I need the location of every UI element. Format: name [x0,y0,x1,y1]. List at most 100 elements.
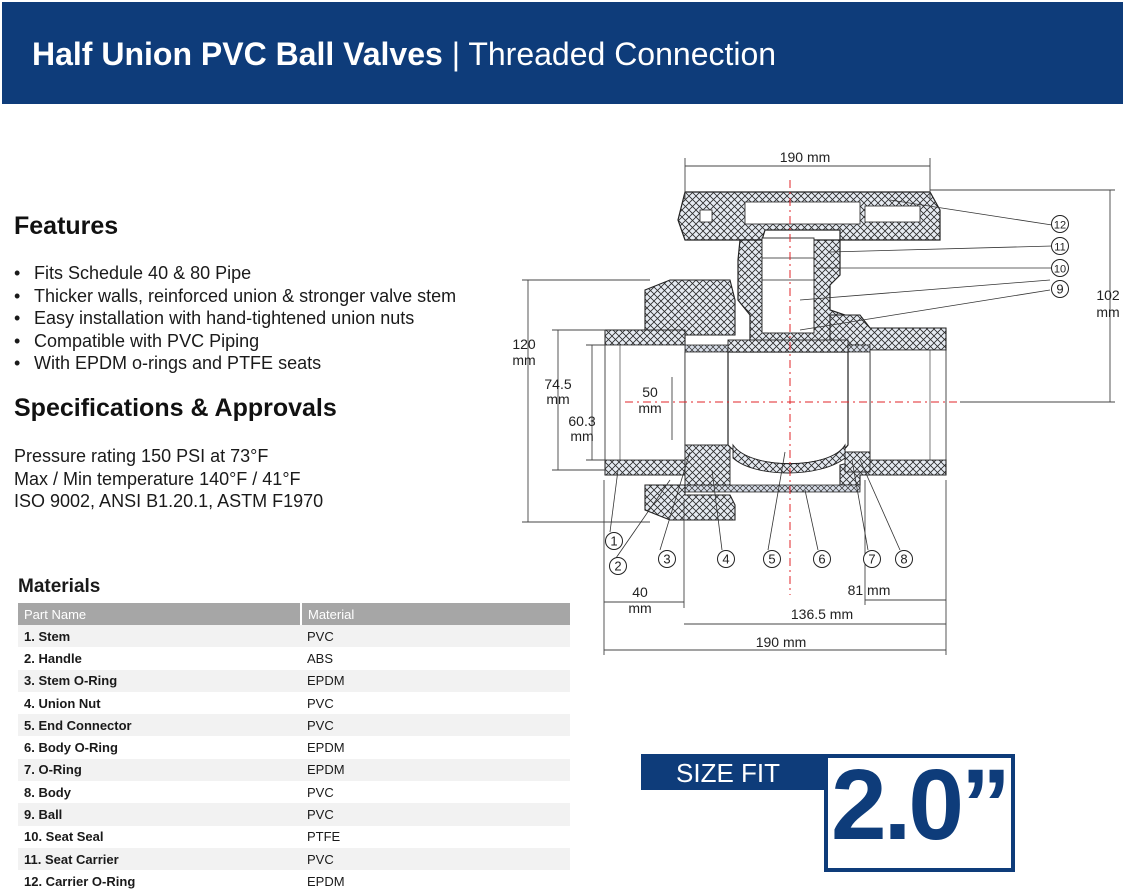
table-row: 12. Carrier O-Ring EPDM [18,870,570,892]
centerlines [625,180,960,595]
callout-number: 8 [900,552,907,567]
size-fit-value: 2.0” [830,749,1011,861]
size-fit-tab [641,754,831,790]
size-fit-box [824,754,1015,872]
union-nut-shape [644,279,736,521]
dim-40: 40 [632,584,648,600]
features-list: • Fits Schedule 40 & 80 Pipe • Thicker wall… [14,262,456,375]
callout-circle [1051,280,1069,298]
material-cell: ABS [307,650,334,666]
part-name-cell: 7. O-Ring [18,758,301,782]
dim-50-unit: mm [638,400,661,416]
dim-74-5-unit: mm [546,391,569,407]
part-name-cell: 6. Body O-Ring [24,740,118,756]
callout-circle [1051,215,1069,233]
dim-81: 81 mm [848,582,891,598]
dim-bottom-width: 190 mm [756,634,807,650]
callout-number: 3 [663,552,670,567]
dim-136-5: 136.5 mm [791,606,853,622]
callout-circle [863,550,881,568]
callout-number: 6 [818,552,825,567]
dim-height-left-unit: mm [512,352,535,368]
dim-top-width: 190 mm [780,149,831,165]
feature-text: Fits Schedule 40 & 80 Pipe [34,263,252,283]
feature-item: • Compatible with PVC Piping [14,330,456,353]
callout-circle [658,550,676,568]
feature-text: With EPDM o-rings and PTFE seats [34,353,322,373]
material-cell: PTFE [307,829,341,845]
part-name-cell: 11. Seat Carrier [18,847,301,871]
header-banner: Half Union PVC Ball Valves | Threaded Co… [2,2,1123,104]
callout-number: 12 [1054,220,1066,232]
ball-shape [727,339,849,474]
material-cell: PVC [307,695,334,711]
feature-item: • Fits Schedule 40 & 80 Pipe [14,262,456,285]
callout-number: 10 [1054,264,1066,276]
feature-text: Easy installation with hand-tightened un… [34,308,415,328]
table-row: 6. Body O-Ring EPDM [18,736,570,758]
feature-text: Thicker walls, reinforced union & strong… [34,285,457,306]
feature-text: Compatible with PVC Piping [34,330,260,351]
dim-height-right: 102 [1096,287,1120,303]
feature-item: • With EPDM o-rings and PTFE seats [14,352,456,375]
part-name-cell: 8. Body [24,784,71,800]
bullet-icon: • [14,263,21,283]
right-pipe-shape [869,349,947,461]
dim-74-5: 74.5 [544,376,571,392]
bullet-icon: • [14,353,21,373]
material-cell: EPDM [307,740,345,756]
dim-40-unit: mm [628,600,651,616]
handle-shape [677,191,941,241]
title-sub: Threaded Connection [468,36,777,72]
dimension-lines [522,158,1115,655]
features-title: Features [14,212,119,240]
materials-header-row: Part Name Material [18,603,570,625]
spec-line: Pressure rating 150 PSI at 73°F [14,446,269,466]
material-cell: PVC [301,847,570,871]
table-row: 10. Seat Seal PTFE [18,826,570,848]
part-name-cell: 5. End Connector [18,714,301,737]
part-name-cell: 2. Handle [24,650,82,666]
dim-50: 50 [642,384,658,400]
callout-circle [763,550,781,568]
material-cell: EPDM [307,873,345,889]
callout-number: 7 [868,552,875,567]
materials-header-part: Part Name [18,603,301,625]
dim-60-3: 60.3 [568,413,595,429]
callout-number: 1 [610,534,617,549]
bullet-icon: • [14,330,21,351]
callout-circle [717,550,735,568]
dim-60-3-unit: mm [570,428,593,444]
title-separator: | [442,36,469,72]
materials-title: Materials [18,576,101,597]
part-name-cell: 12. Carrier O-Ring [24,873,136,889]
page-title: Half Union PVC Ball Valves | Threaded Co… [32,36,776,73]
bullet-icon: • [14,308,21,328]
part-name-cell: 10. Seat Seal [24,829,104,845]
title-main: Half Union PVC Ball Valves [32,36,443,72]
dim-height-left: 120 [512,336,536,352]
size-fit-label: SIZE FIT [676,758,780,788]
callout-circle [1051,237,1069,255]
callout-number: 2 [614,559,621,574]
material-cell: EPDM [301,758,570,782]
end-connector-shape [604,329,686,476]
material-cell: PVC [301,803,570,826]
callout-circle [813,550,831,568]
callout-circle [609,557,627,575]
callout-circle [895,550,913,568]
callout-number: 9 [1056,282,1063,297]
bullet-icon: • [14,285,21,306]
dim-height-right-unit: mm [1096,304,1119,320]
feature-item: • Thicker walls, reinforced union & stron… [14,285,456,308]
table-row: 2. Handle ABS [18,647,570,669]
